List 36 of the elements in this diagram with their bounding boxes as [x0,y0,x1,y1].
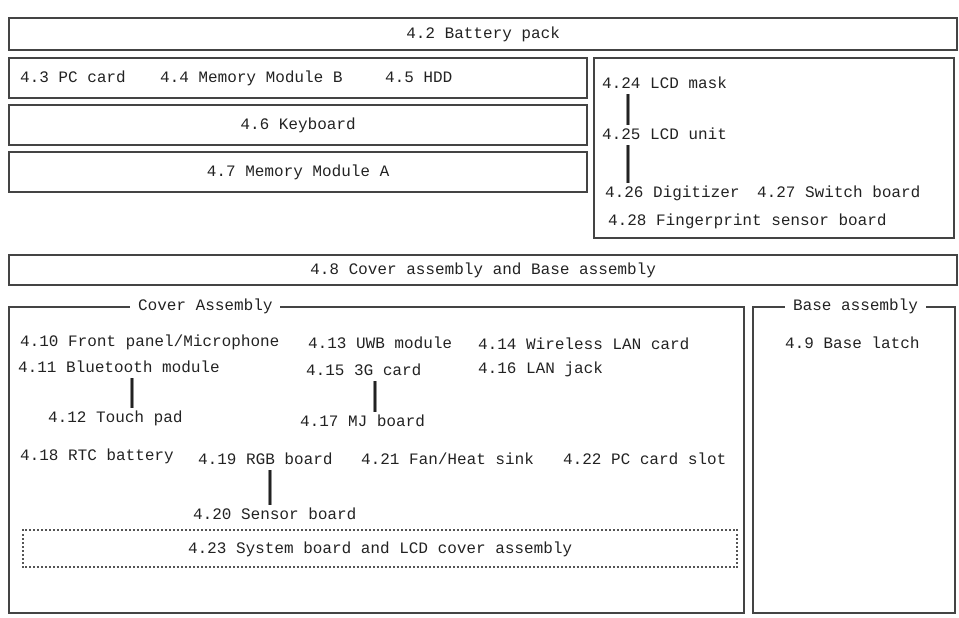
connector-line [374,381,376,412]
group-heading: Base assembly [785,296,926,316]
step-label: 4.9 Base latch [785,334,920,354]
step-label: 4.11 Bluetooth module [18,358,220,378]
step-label: 4.28 Fingerprint sensor board [608,211,886,231]
step-label: 4.27 Switch board [757,183,920,203]
step-label: 4.5 HDD [385,68,452,88]
step-label: 4.25 LCD unit [602,125,727,145]
step-label: 4.24 LCD mask [602,74,727,94]
step-box: 4.8 Cover assembly and Base assembly [8,254,958,286]
group-heading: Cover Assembly [130,296,280,316]
step-label: 4.20 Sensor board [193,505,356,525]
step-label: 4.16 LAN jack [478,359,603,379]
step-label: 4.22 PC card slot [563,450,726,470]
step-label: 4.14 Wireless LAN card [478,335,690,355]
step-box: 4.7 Memory Module A [8,151,588,193]
step-label: 4.4 Memory Module B [160,68,342,88]
step-box: 4.2 Battery pack [8,17,958,51]
step-box: 4.23 System board and LCD cover assembly [22,529,738,568]
step-box: 4.6 Keyboard [8,104,588,146]
connector-line [626,94,630,125]
step-label: 4.12 Touch pad [48,408,182,428]
step-label: 4.21 Fan/Heat sink [361,450,534,470]
step-label: 4.15 3G card [306,361,422,381]
step-box [8,57,588,99]
step-label: 4.13 UWB module [308,334,452,354]
step-box [593,57,955,239]
connector-line [130,378,134,408]
step-label: 4.17 MJ board [300,412,425,432]
connector-line [626,145,630,183]
step-label: 4.26 Digitizer [605,183,740,203]
connector-line [268,470,272,505]
step-label: 4.19 RGB board [198,450,332,470]
step-label: 4.18 RTC battery [20,446,174,466]
step-label: 4.10 Front panel/Microphone [20,332,280,352]
step-label: 4.3 PC card [20,68,126,88]
